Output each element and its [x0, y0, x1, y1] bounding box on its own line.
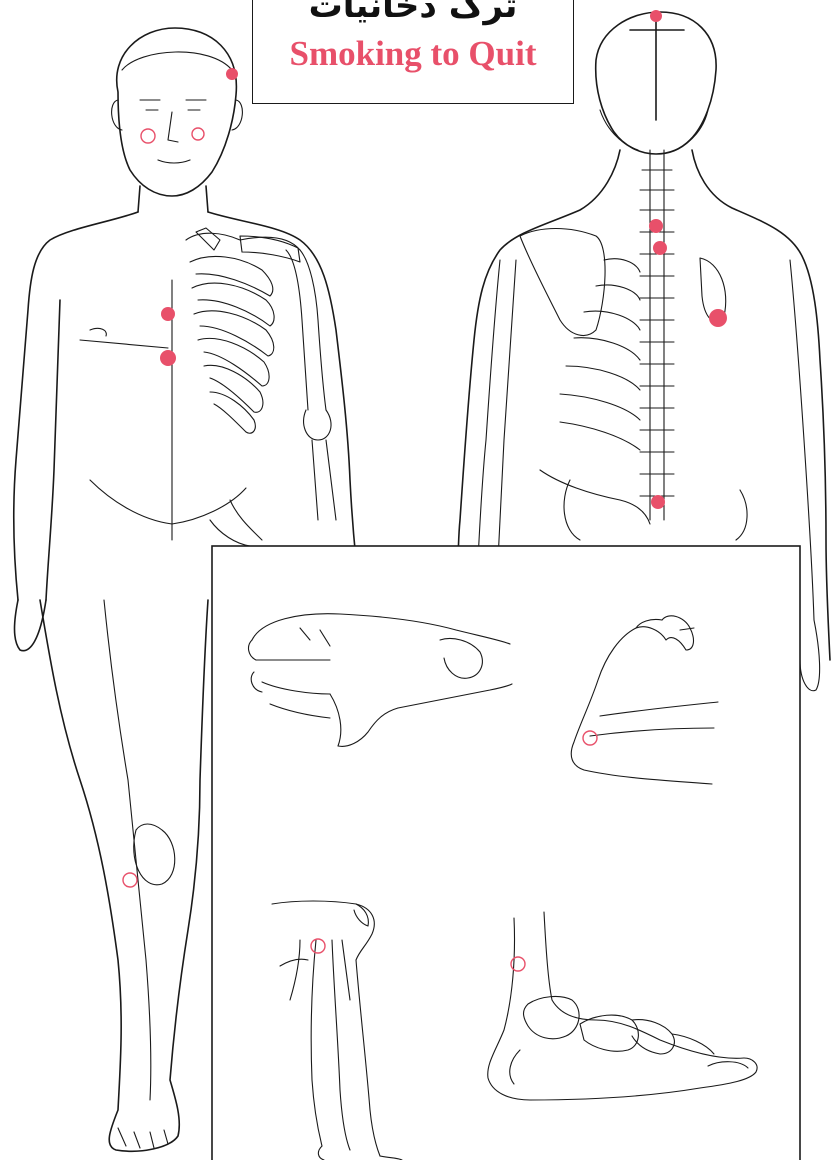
back-pelvis	[564, 480, 747, 540]
title-box: ترک دخانیات Smoking to Quit	[252, 0, 574, 104]
front-knee	[134, 824, 175, 885]
front-left-arm-inner	[46, 300, 60, 600]
acupoint-knee	[123, 873, 137, 887]
front-torso-outline	[14, 212, 356, 600]
front-hairline	[122, 52, 232, 70]
acupoint-temple	[226, 68, 238, 80]
front-midline	[80, 280, 172, 540]
front-eyes	[140, 100, 206, 110]
back-arm-left-bone	[498, 260, 516, 560]
acupoint-cheek-right	[192, 128, 204, 140]
acupoint-sternum	[160, 350, 176, 366]
front-inner-leg	[104, 600, 151, 1100]
acupoint-upper-back-2	[653, 241, 667, 255]
front-toes	[118, 1128, 168, 1148]
acupoint-crown	[650, 10, 662, 22]
back-hair-lines	[600, 110, 708, 150]
back-spine	[640, 150, 674, 520]
front-abdomen	[90, 480, 246, 524]
acupoint-scapula	[709, 309, 727, 327]
title-english: Smoking to Quit	[253, 34, 573, 74]
front-nose-mouth	[158, 112, 190, 163]
back-ribs	[520, 229, 726, 525]
acupoint-upper-back	[649, 219, 663, 233]
front-head-outline	[117, 28, 237, 196]
back-head-lines	[630, 14, 684, 120]
inset-panel	[212, 546, 800, 1160]
title-persian: ترک دخانیات	[253, 0, 573, 26]
acupoint-chest	[161, 307, 175, 321]
back-hand-right	[800, 620, 820, 691]
front-ears	[112, 100, 243, 130]
back-arm-left	[478, 260, 500, 560]
front-nipple	[90, 328, 106, 336]
front-ribcage	[186, 228, 300, 433]
acupoint-cheek-left	[141, 129, 155, 143]
acupoint-lower-back	[651, 495, 665, 509]
front-pelvis	[210, 500, 262, 546]
